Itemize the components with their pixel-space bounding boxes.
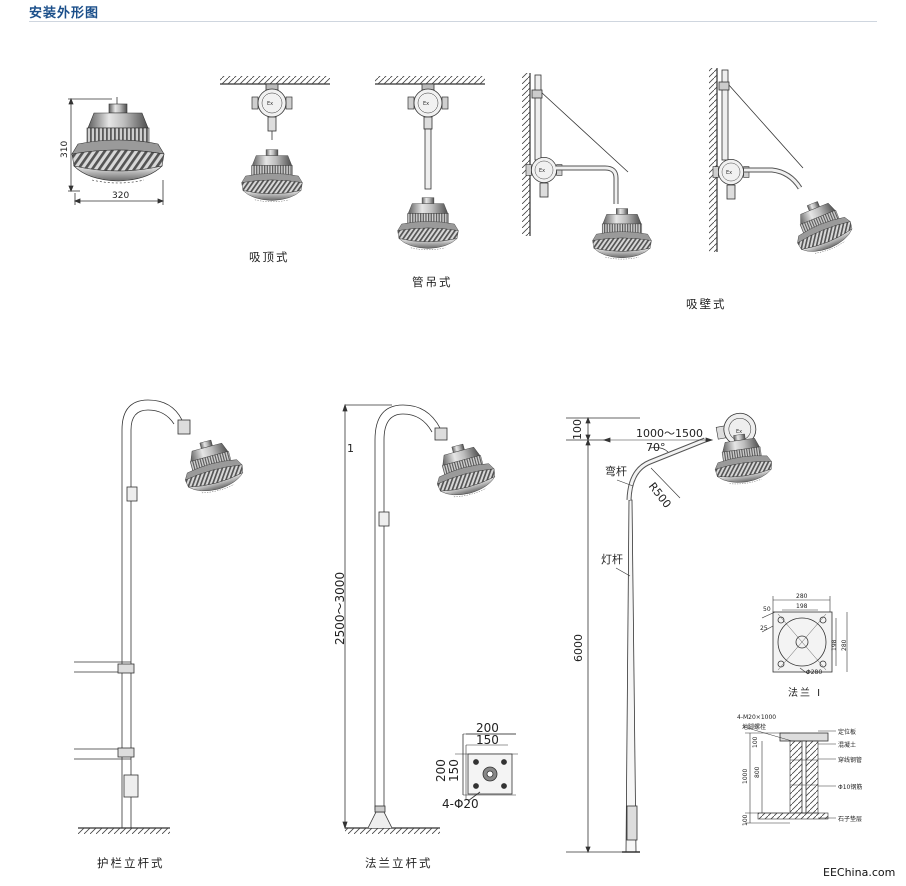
label-bent-arm: 弯杆: [605, 465, 627, 478]
ex-mark-icon: Ex: [736, 429, 742, 435]
dim-fl1-a: 50: [763, 606, 771, 613]
dim-arm-angle: 70°: [646, 441, 666, 454]
caption-flange-pole: 法兰立杆式: [365, 856, 433, 870]
dim-lamp-height: 310: [60, 140, 70, 158]
lamp-icon: [71, 103, 165, 184]
ex-mark-icon: Ex: [539, 168, 545, 174]
dim-fd-d3: 1000: [742, 768, 749, 784]
label-gravel: 石子垫层: [838, 816, 863, 823]
dim-flange-h2: 150: [447, 759, 461, 782]
caption-flange-detail: 法兰 I: [788, 688, 823, 699]
foundation-detail: [743, 726, 836, 824]
ceiling-mount: [220, 76, 330, 203]
watermark: EEChina.com: [823, 866, 896, 879]
dim-pole-height: 6000: [572, 634, 585, 662]
dim-fd-d4: 100: [742, 814, 749, 826]
flange-pole-mount: [342, 403, 500, 834]
dim-flange-pole-height: 2500～3000: [333, 571, 347, 645]
ex-marks: Ex Ex Ex Ex Ex: [267, 101, 742, 435]
flange-plate-diagram: [455, 733, 518, 802]
flange-i-detail: [761, 596, 848, 675]
dim-fl1-h2: 280: [841, 639, 848, 651]
dim-flange-pole-marker: 1: [347, 442, 354, 455]
dim-arm-reach: 1000～1500: [636, 427, 703, 440]
label-lamp-pole: 灯杆: [601, 553, 623, 566]
high-pole-with-arm: [566, 412, 775, 854]
dim-fl1-b: 25: [760, 625, 768, 632]
ex-mark-icon: Ex: [726, 170, 732, 176]
dim-fd-d1: 100: [752, 736, 759, 748]
dim-fl1-dia: Φ280: [806, 669, 823, 676]
lamp-dimension-view: [68, 97, 165, 205]
dim-flange-w2: 150: [476, 733, 499, 747]
label-rebar: Φ10钢筋: [838, 784, 863, 791]
label-conduit: 穿线钢管: [838, 757, 863, 764]
caption-wall: 吸壁式: [686, 297, 727, 311]
dim-flange-h1: 200: [434, 759, 448, 782]
title-divider: [29, 21, 877, 22]
ex-mark-icon: Ex: [423, 101, 429, 107]
wall-mount-straight: [522, 73, 652, 260]
dim-fl1-w2: 198: [796, 603, 808, 610]
wall-mount-angled: [709, 68, 858, 260]
label-concrete: 混凝土: [838, 742, 857, 749]
page-title: 安装外形图: [29, 6, 100, 21]
dim-fd-d2: 800: [754, 766, 761, 778]
caption-ceiling: 吸顶式: [249, 250, 290, 264]
caption-rail: 护栏立杆式: [97, 856, 165, 870]
rail-pole-mount: [74, 399, 248, 834]
dim-flange-w1: 200: [476, 721, 499, 735]
label-plate: 定位板: [838, 729, 857, 736]
pipe-pendant-mount: [375, 76, 485, 251]
dim-lamp-width: 320: [112, 191, 130, 201]
caption-pipe: 管吊式: [412, 275, 453, 289]
label-anchor: 地脚螺栓: [742, 724, 767, 731]
dim-arm-top: 100: [571, 419, 584, 440]
ex-mark-icon: Ex: [267, 101, 273, 107]
label-bolts: 4-M20×1000: [737, 714, 777, 721]
dim-fl1-w1: 280: [796, 593, 808, 600]
dim-fl1-h1: 198: [831, 639, 838, 651]
dim-flange-holes: 4-Φ20: [442, 797, 479, 811]
